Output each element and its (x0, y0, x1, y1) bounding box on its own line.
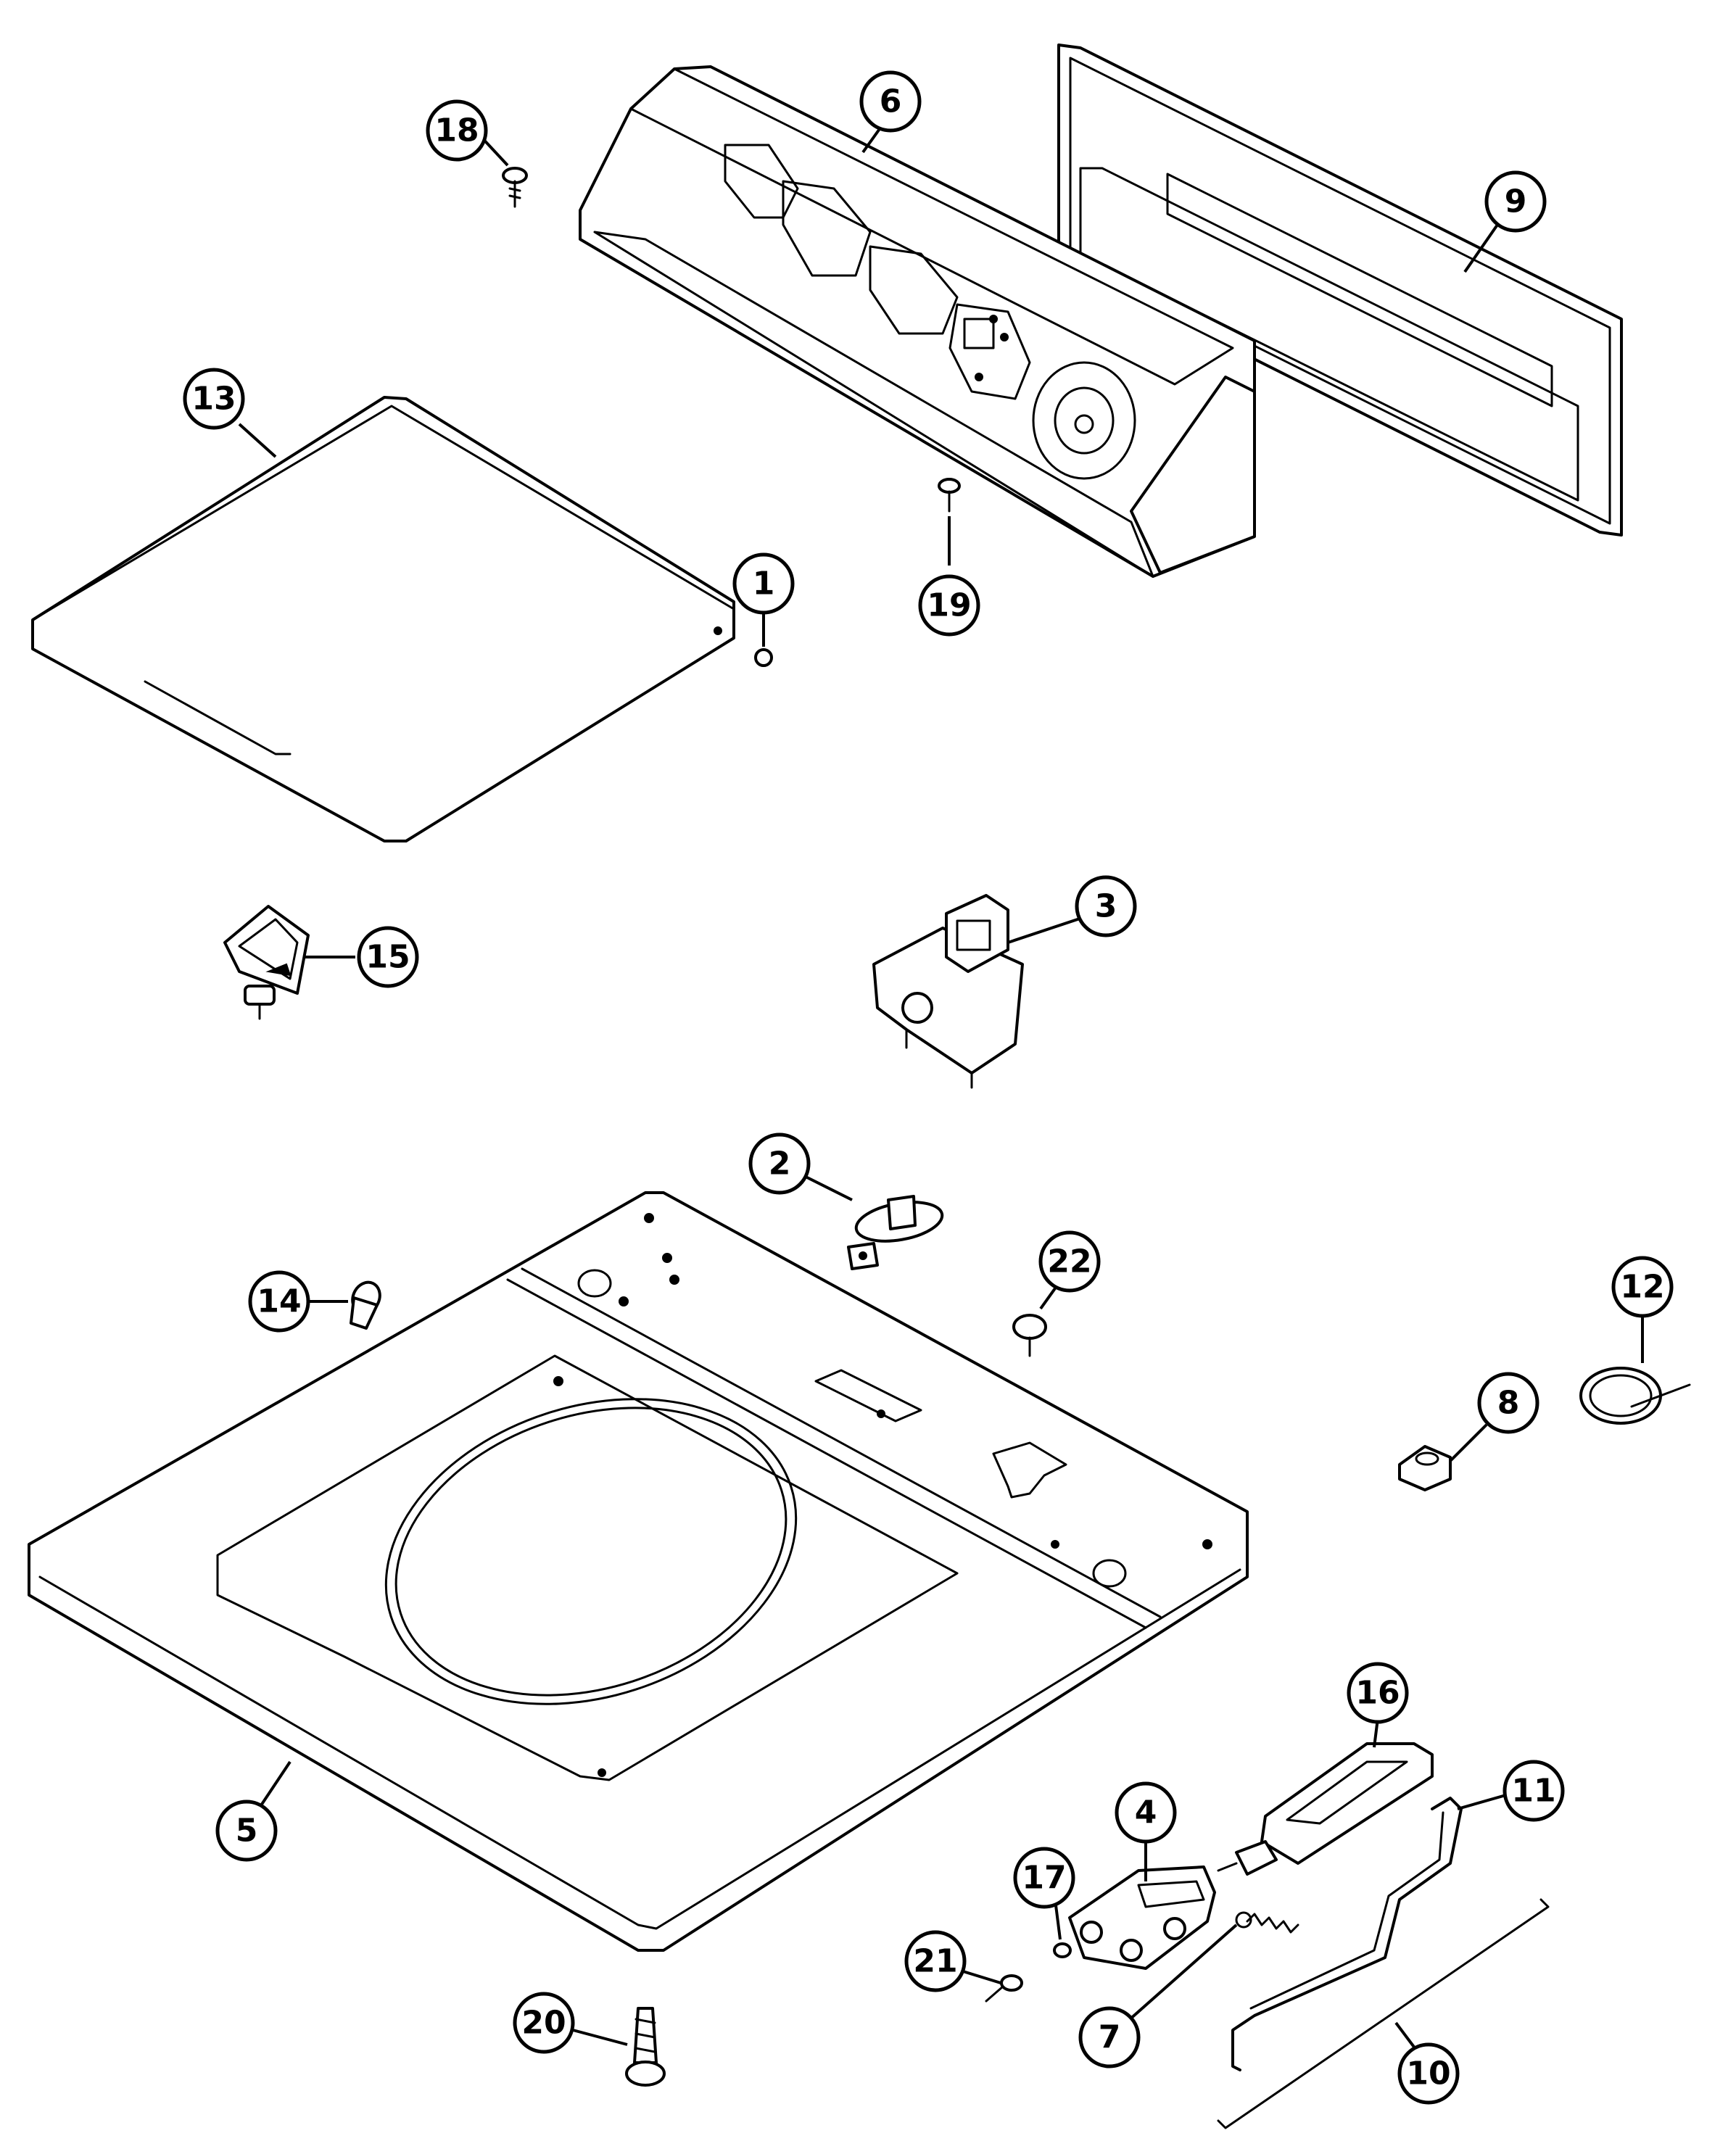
svg-text:4: 4 (1135, 1794, 1157, 1831)
callout-10: 10 (1397, 2042, 1460, 2105)
callout-7: 7 (1078, 2006, 1141, 2068)
callout-4: 4 (1115, 1781, 1177, 1844)
svg-text:12: 12 (1620, 1269, 1664, 1306)
svg-text:7: 7 (1099, 2019, 1121, 2056)
svg-text:1: 1 (753, 566, 775, 602)
part-21-screw (985, 1974, 1023, 2003)
callout-2: 2 (748, 1132, 811, 1195)
callout-13: 13 (183, 368, 245, 430)
callout-3: 3 (1075, 875, 1137, 937)
svg-text:6: 6 (880, 83, 902, 120)
part-7-spring (1235, 1911, 1299, 1934)
svg-text:18: 18 (434, 112, 479, 149)
callout-8: 8 (1477, 1372, 1539, 1434)
svg-text:9: 9 (1505, 183, 1527, 220)
part-20-screw (625, 2007, 666, 2087)
svg-text:17: 17 (1022, 1860, 1066, 1897)
callout-15: 15 (357, 926, 419, 988)
part-18-screw (502, 167, 528, 208)
callout-20: 20 (513, 1992, 575, 2054)
svg-text:20: 20 (521, 2005, 566, 2042)
part-15-lid-bumper (223, 905, 310, 1020)
callout-9: 9 (1484, 170, 1547, 233)
part-5-top-cover (28, 1191, 1249, 1952)
svg-text:14: 14 (257, 1283, 301, 1320)
callout-21: 21 (904, 1930, 967, 1992)
svg-text:8: 8 (1497, 1385, 1520, 1422)
svg-text:3: 3 (1095, 888, 1117, 925)
svg-text:13: 13 (191, 381, 236, 418)
callout-22: 22 (1038, 1230, 1101, 1293)
callout-17: 17 (1013, 1847, 1075, 1909)
callout-5: 5 (215, 1800, 278, 1862)
part-3-lid-switch (872, 894, 1024, 1089)
callout-14: 14 (248, 1270, 310, 1333)
part-2-lid-strike (847, 1195, 944, 1270)
svg-text:21: 21 (913, 1943, 957, 1980)
part-14-plug (350, 1280, 381, 1330)
svg-text:22: 22 (1047, 1243, 1091, 1280)
part-17-washer (1053, 1942, 1072, 1958)
svg-text:2: 2 (769, 1146, 791, 1183)
svg-text:10: 10 (1406, 2055, 1450, 2092)
callout-18: 18 (426, 99, 488, 162)
part-4-switch (1068, 1865, 1216, 1970)
part-12-clamp (1579, 1367, 1691, 1425)
svg-text:19: 19 (927, 587, 971, 624)
callout-1: 1 (732, 552, 795, 615)
svg-text:5: 5 (236, 1813, 258, 1850)
part-11-linkage (1231, 1797, 1463, 2071)
part-6-control-console (579, 65, 1256, 578)
part-22-plug (1012, 1314, 1047, 1357)
part-10-assembly-bracket (1217, 1898, 1550, 2129)
callouts: 1 2 3 4 5 6 7 8 9 10 11 12 13 14 15 16 1… (183, 70, 1674, 2105)
part-19-screw (938, 478, 961, 513)
callout-6: 6 (859, 70, 922, 133)
callout-11: 11 (1503, 1760, 1565, 1822)
part-13-lid (31, 396, 735, 842)
svg-text:11: 11 (1511, 1773, 1555, 1810)
callout-16: 16 (1347, 1662, 1409, 1724)
callout-19: 19 (918, 574, 980, 637)
callout-12: 12 (1611, 1256, 1674, 1318)
svg-text:16: 16 (1355, 1675, 1400, 1712)
part-1-bumper (754, 648, 773, 667)
part-8-knob (1398, 1445, 1452, 1491)
svg-text:15: 15 (365, 939, 410, 976)
